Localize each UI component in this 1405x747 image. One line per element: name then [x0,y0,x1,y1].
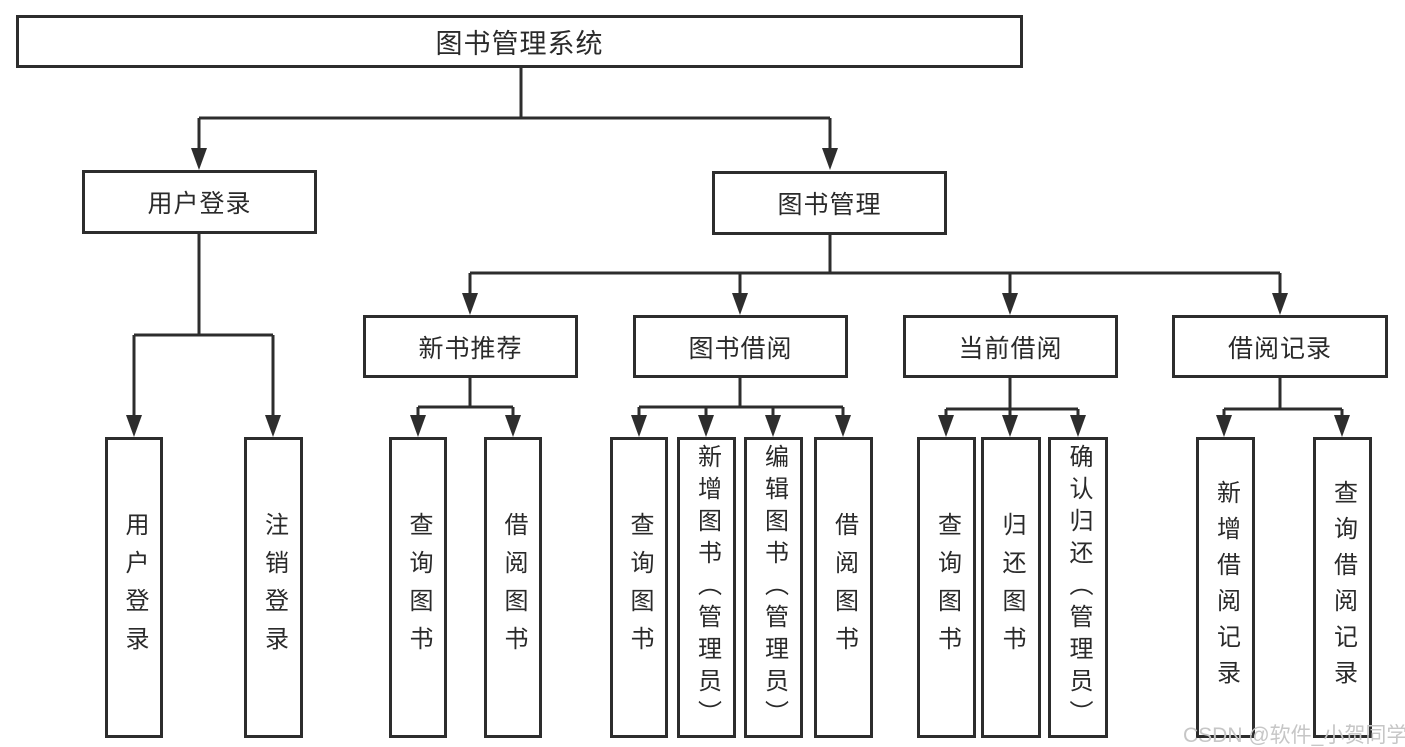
leaf-label: 编辑图书（管理员） [760,443,788,732]
leaf-label: 新增借阅记录 [1212,479,1240,696]
leaf-label: 借阅图书 [830,511,858,664]
node-borrow-record: 借阅记录 [1172,315,1388,378]
leaf-label: 查询借阅记录 [1329,479,1357,696]
node-label: 图书管理 [777,191,882,219]
connector-newbook-to-leaves [410,378,521,437]
leaf-edit-book-admin: 编辑图书（管理员） [744,437,803,738]
leaf-user-login: 用户登录 [105,437,163,738]
node-label: 当前借阅 [958,334,1063,363]
leaf-label: 确认归还（管理员） [1065,443,1092,732]
leaf-return-book: 归还图书 [981,437,1041,738]
leaf-logout: 注销登录 [244,437,303,738]
connector-root-to-level2 [191,68,838,170]
node-book-management: 图书管理 [712,171,947,235]
leaf-label: 查询图书 [626,511,653,664]
leaf-query-book-borrow: 查询图书 [610,437,668,738]
node-book-borrow: 图书借阅 [633,315,848,378]
leaf-label: 用户登录 [121,511,148,664]
node-label: 用户登录 [147,190,252,218]
leaf-borrow-book-recommend: 借阅图书 [484,437,542,738]
node-label: 借阅记录 [1227,334,1332,363]
leaf-query-book-recommend: 查询图书 [389,437,447,738]
connector-bookmgmt-to-level3 [462,235,1288,315]
connector-borrowrecord-to-leaves [1216,378,1350,437]
leaf-add-borrow-record: 新增借阅记录 [1196,437,1255,738]
leaf-confirm-return-admin: 确认归还（管理员） [1048,437,1108,738]
node-label: 图书借阅 [688,334,793,363]
leaf-label: 查询图书 [405,511,432,664]
node-new-book-recommend: 新书推荐 [363,315,578,378]
leaf-label: 新增图书（管理员） [693,443,721,732]
leaf-label: 查询图书 [933,511,961,664]
node-current-borrow: 当前借阅 [903,315,1118,378]
node-label: 图书管理系统 [435,29,604,59]
leaf-label: 归还图书 [998,511,1025,664]
node-library-management-system: 图书管理系统 [16,15,1023,68]
leaf-label: 注销登录 [260,511,288,664]
connector-currentborrow-to-leaves [938,378,1086,437]
csdn-watermark: CSDN @软件_小贺同学 [1183,724,1405,747]
leaf-add-book-admin: 新增图书（管理员） [677,437,736,738]
leaf-query-book-current: 查询图书 [917,437,976,738]
leaf-query-borrow-record: 查询借阅记录 [1313,437,1372,738]
leaf-label: 借阅图书 [500,511,527,664]
leaf-borrow-book: 借阅图书 [814,437,873,738]
connector-bookborrow-to-leaves [631,378,851,437]
connector-userlogin-to-leaves [126,234,281,437]
node-label: 新书推荐 [418,334,523,363]
node-user-login: 用户登录 [82,170,317,234]
